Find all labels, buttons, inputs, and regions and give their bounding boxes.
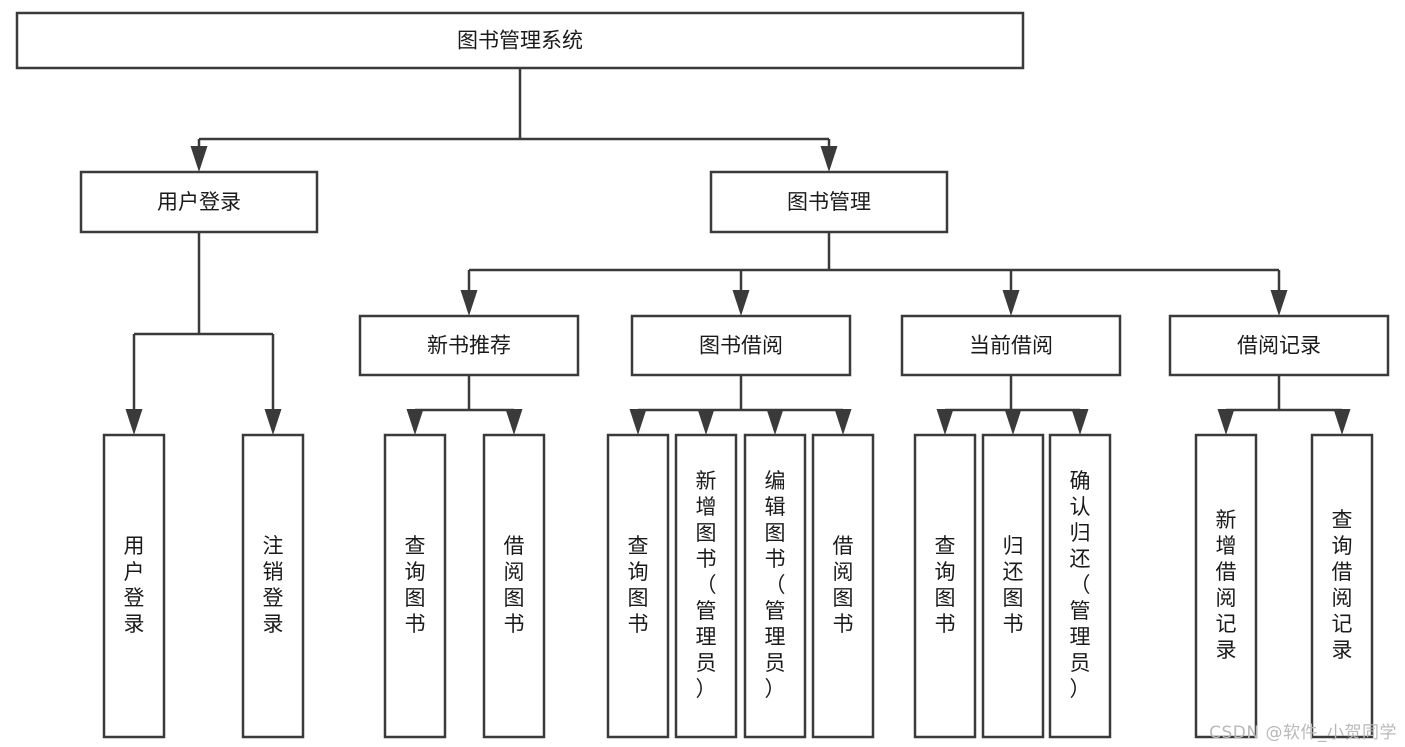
node-box[interactable] <box>743 433 807 739</box>
connector-arrowhead-icon <box>1004 409 1022 435</box>
node-user-login[interactable]: 用户登录 <box>79 170 319 234</box>
connector-arrowhead-icon <box>766 409 784 435</box>
connector-arrowhead-icon <box>264 409 282 435</box>
node-label: 查询图书 <box>935 534 956 636</box>
node-label: 用户登录 <box>157 190 241 214</box>
node-box[interactable] <box>811 433 875 739</box>
node-borrow-record[interactable]: 借阅记录 <box>1168 314 1390 377</box>
connectors-layer <box>125 68 1351 435</box>
connector-arrowhead-icon <box>1002 290 1020 316</box>
node-label: 新增借阅记录 <box>1216 508 1237 662</box>
node-box[interactable] <box>1048 433 1112 739</box>
connector-group <box>125 232 282 435</box>
node-box[interactable] <box>482 433 546 739</box>
node-label: 借阅图书 <box>833 534 854 636</box>
node-box[interactable] <box>709 170 949 234</box>
node-label: 查询借阅记录 <box>1332 508 1353 662</box>
node-box[interactable] <box>241 433 305 739</box>
node-current-borrow[interactable]: 当前借阅 <box>900 314 1122 377</box>
connector-arrowhead-icon <box>190 146 208 172</box>
node-leaf-query-record[interactable]: 查询借阅记录 <box>1310 433 1374 739</box>
node-leaf-query-book-2[interactable]: 查询图书 <box>606 433 670 739</box>
connector-group <box>406 375 523 435</box>
node-leaf-confirm-return[interactable]: 确认归还（管理员） <box>1048 433 1112 739</box>
node-leaf-add-book[interactable]: 新增图书（管理员） <box>674 433 738 739</box>
connector-group <box>936 375 1089 435</box>
node-box[interactable] <box>913 433 977 739</box>
node-box[interactable] <box>79 170 319 234</box>
node-leaf-query-book-1[interactable]: 查询图书 <box>383 433 447 739</box>
node-box[interactable] <box>1310 433 1374 739</box>
node-box[interactable] <box>102 433 166 739</box>
node-box[interactable] <box>15 11 1025 70</box>
connector-arrowhead-icon <box>697 409 715 435</box>
node-leaf-borrow-book-1[interactable]: 借阅图书 <box>482 433 546 739</box>
node-label: 当前借阅 <box>969 334 1053 358</box>
node-box[interactable] <box>383 433 447 739</box>
node-box[interactable] <box>606 433 670 739</box>
node-new-book-rec[interactable]: 新书推荐 <box>358 314 580 377</box>
connector-arrowhead-icon <box>406 409 424 435</box>
connector-arrowhead-icon <box>460 290 478 316</box>
node-label: 编辑图书（管理员） <box>765 469 786 701</box>
node-label: 借阅图书 <box>504 534 525 636</box>
node-label: 注销登录 <box>263 534 284 636</box>
connector-group <box>1217 375 1351 435</box>
node-label: 查询图书 <box>628 534 649 636</box>
node-label: 查询图书 <box>405 534 426 636</box>
node-box[interactable] <box>981 433 1045 739</box>
connector-group <box>460 232 1288 316</box>
node-book-borrow[interactable]: 图书借阅 <box>630 314 852 377</box>
node-root[interactable]: 图书管理系统 <box>15 11 1025 70</box>
connector-arrowhead-icon <box>1333 409 1351 435</box>
node-label: 确认归还（管理员） <box>1070 469 1091 701</box>
node-box[interactable] <box>358 314 580 377</box>
connector-arrowhead-icon <box>732 290 750 316</box>
node-leaf-query-book-3[interactable]: 查询图书 <box>913 433 977 739</box>
connector-arrowhead-icon <box>1071 409 1089 435</box>
node-book-manage[interactable]: 图书管理 <box>709 170 949 234</box>
connector-arrowhead-icon <box>936 409 954 435</box>
node-label: 归还图书 <box>1003 534 1024 636</box>
connector-arrowhead-icon <box>505 409 523 435</box>
node-label: 图书管理系统 <box>457 29 583 53</box>
connector-arrowhead-icon <box>125 409 143 435</box>
node-box[interactable] <box>1194 433 1258 739</box>
node-box[interactable] <box>630 314 852 377</box>
node-box[interactable] <box>1168 314 1390 377</box>
node-label: 新增图书（管理员） <box>696 469 717 701</box>
node-leaf-user-login[interactable]: 用户登录 <box>102 433 166 739</box>
node-leaf-logout[interactable]: 注销登录 <box>241 433 305 739</box>
node-label: 用户登录 <box>124 534 145 636</box>
nodes-layer: 图书管理系统用户登录图书管理新书推荐图书借阅当前借阅借阅记录用户登录注销登录查询… <box>15 11 1390 739</box>
node-leaf-edit-book[interactable]: 编辑图书（管理员） <box>743 433 807 739</box>
connector-arrowhead-icon <box>629 409 647 435</box>
connector-group <box>629 375 852 435</box>
node-label: 图书管理 <box>787 190 871 214</box>
connector-group <box>190 68 838 172</box>
node-leaf-return-book[interactable]: 归还图书 <box>981 433 1045 739</box>
node-leaf-borrow-book-2[interactable]: 借阅图书 <box>811 433 875 739</box>
node-label: 借阅记录 <box>1237 334 1321 358</box>
node-leaf-add-record[interactable]: 新增借阅记录 <box>1194 433 1258 739</box>
connector-arrowhead-icon <box>1270 290 1288 316</box>
node-box[interactable] <box>674 433 738 739</box>
node-label: 新书推荐 <box>427 334 511 358</box>
connector-arrowhead-icon <box>820 146 838 172</box>
node-box[interactable] <box>900 314 1122 377</box>
connector-arrowhead-icon <box>834 409 852 435</box>
node-label: 图书借阅 <box>699 334 783 358</box>
connector-arrowhead-icon <box>1217 409 1235 435</box>
